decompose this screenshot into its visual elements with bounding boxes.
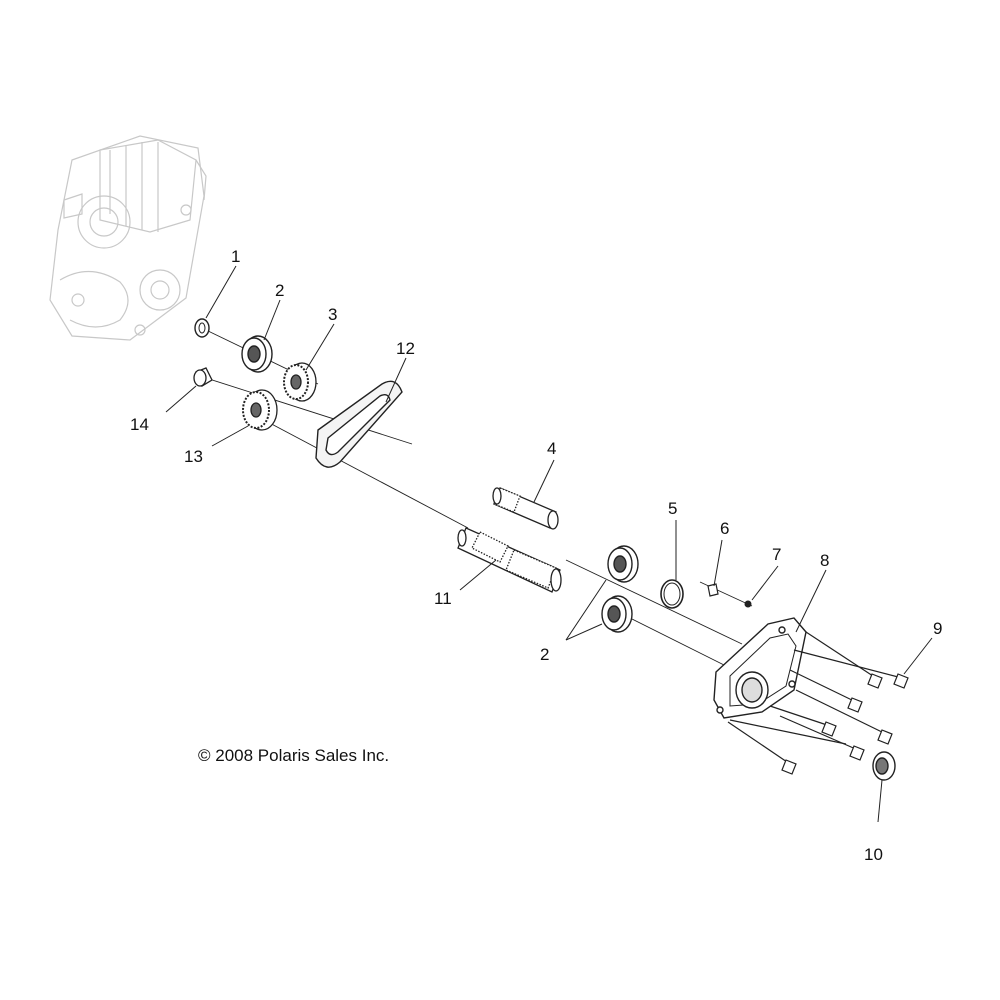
callout-13: 13 [184,447,203,466]
part-2-bearing-lower-b [601,595,633,633]
callout-2: 2 [275,281,284,300]
part-7-small-ring [744,600,752,608]
part-1-washer [194,318,210,338]
copyright-notice: © 2008 Polaris Sales Inc. [198,746,390,765]
part-2-bearing-lower-a [607,545,639,583]
part-2-bearing-upper [241,335,273,373]
part-13-gear [242,389,278,431]
part-8-cover [713,617,807,719]
callout-9: 9 [933,619,942,638]
callout-12: 12 [396,339,415,358]
callout-8: 8 [820,551,829,570]
part-3-gear [283,362,317,402]
callout-6: 6 [720,519,729,538]
part-6-plug [707,583,719,597]
part-5-o-ring [660,579,684,609]
callout-10: 10 [864,845,883,864]
callout-2-lower: 2 [540,645,549,664]
part-12-chain [315,380,403,468]
part-10-seal [872,751,896,781]
callout-3: 3 [328,305,337,324]
callout-14: 14 [130,415,149,434]
part-9-bolts [727,631,909,775]
part-4-shaft [492,487,559,530]
callout-numbers: 1 2 3 12 14 13 4 5 6 7 8 9 11 2 10 [130,247,942,864]
part-11-main-shaft [457,527,562,593]
callout-7: 7 [772,545,781,564]
leader-lines [165,265,933,823]
callout-5: 5 [668,499,677,518]
callout-4: 4 [547,439,556,458]
callout-1: 1 [231,247,240,266]
part-14-bushing [193,367,213,387]
callout-11: 11 [434,589,452,608]
transmission-housing-ghost [49,135,207,341]
